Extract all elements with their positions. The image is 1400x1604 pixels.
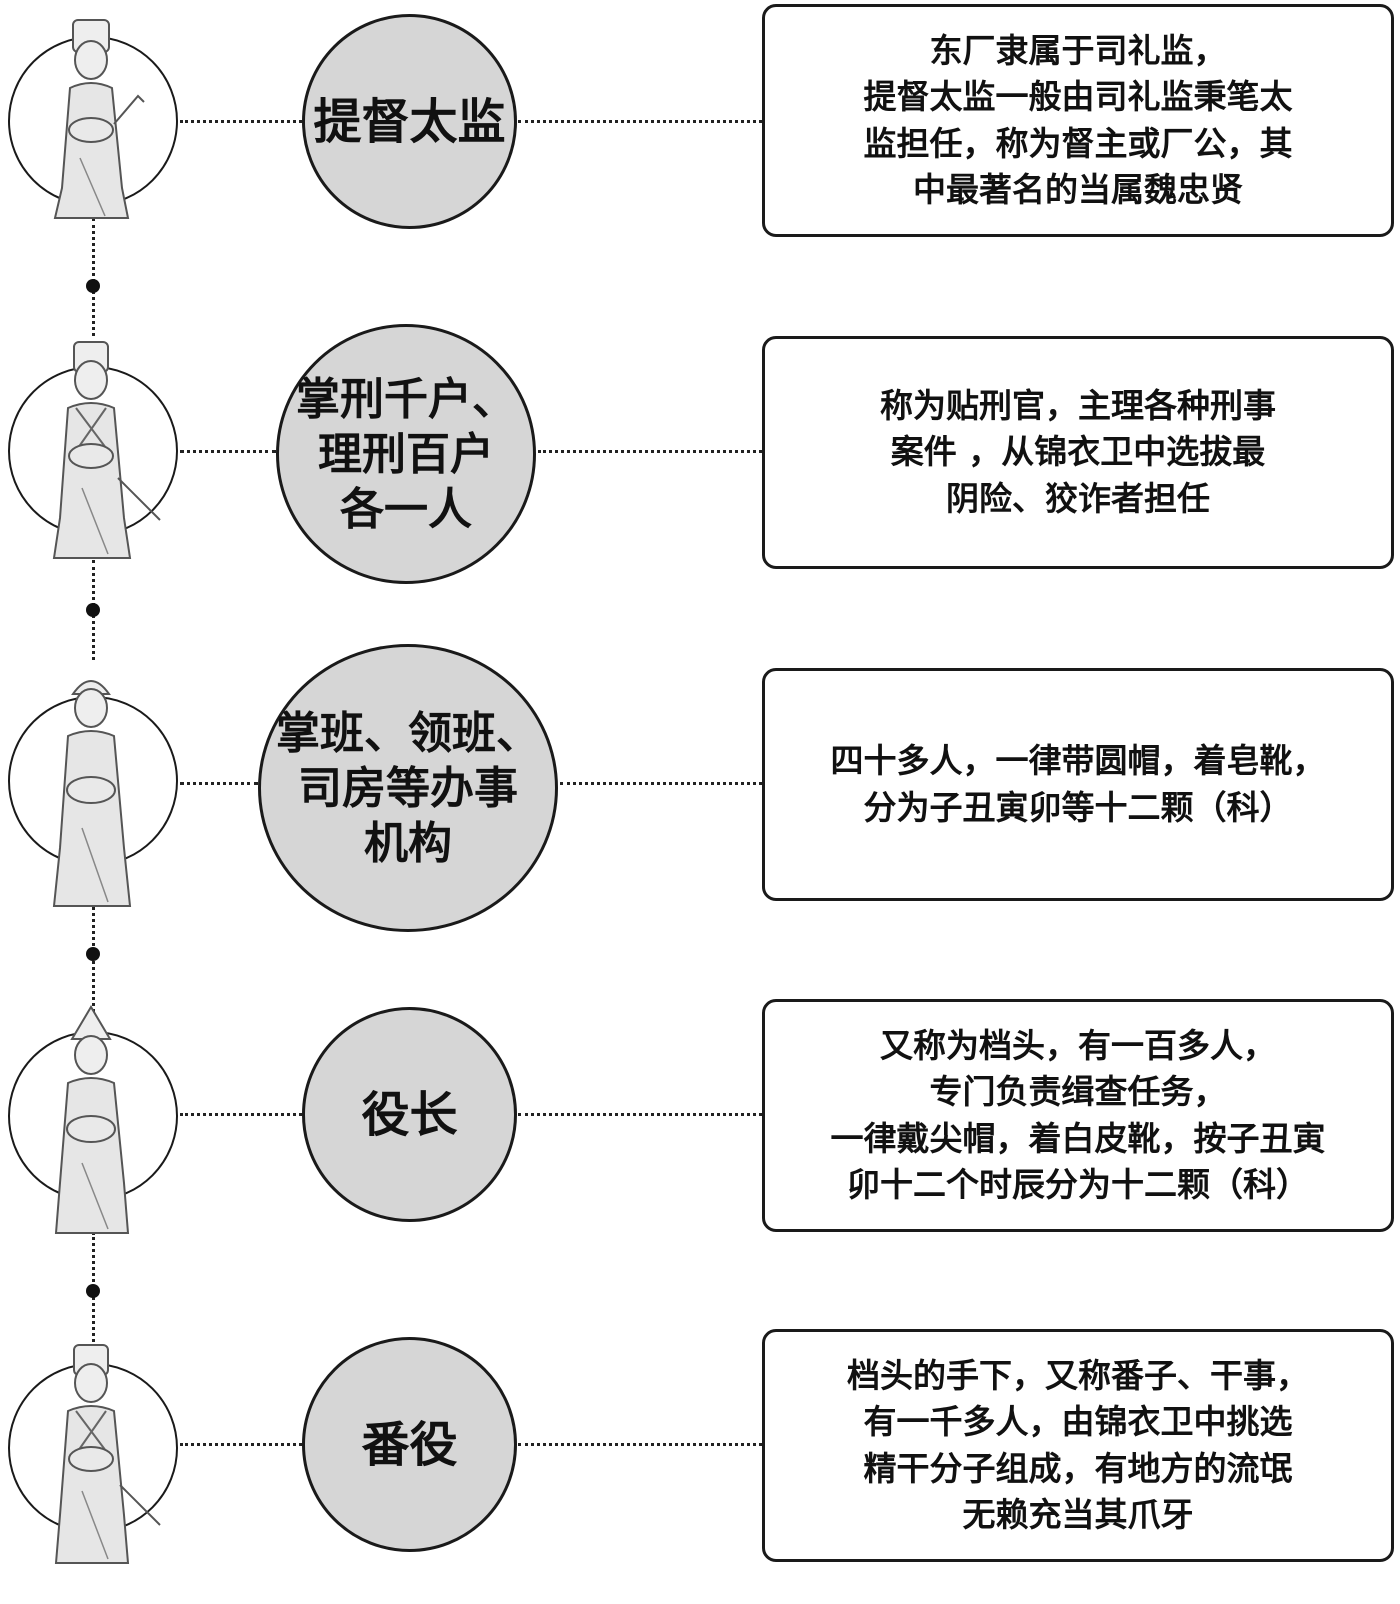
hierarchy-level-2: 掌刑千户、 理刑百户 各一人 称为贴刑官，主理各种刑事 案件 ，从锦衣卫中选拔最… [0, 320, 1400, 590]
eunuch-figure-icon [54, 1344, 161, 1564]
connector-node-1 [86, 279, 100, 293]
figure-circle [8, 1005, 178, 1234]
dotted-connector-right [560, 782, 762, 785]
description-box: 档头的手下，又称番子、干事， 有一千多人，由锦衣卫中挑选 精干分子组成，有地方的… [762, 1329, 1394, 1562]
figure-circle [8, 1344, 178, 1564]
connector-node-4 [86, 1284, 100, 1298]
hierarchy-level-4: 役长 又称为档头，有一百多人， 专门负责缉查任务， 一律戴尖帽，着白皮靴，按子丑… [0, 995, 1400, 1245]
dotted-connector-right [518, 1443, 762, 1446]
level-title: 番役 [361, 1416, 458, 1473]
connector-node-2 [86, 603, 100, 617]
title-circle: 掌班、领班、 司房等办事 机构 [258, 644, 558, 932]
dotted-connector-left [180, 450, 276, 453]
level-title: 提督太监 [313, 93, 506, 150]
dotted-connector-right [518, 1113, 762, 1116]
level-description: 档头的手下，又称番子、干事， 有一千多人，由锦衣卫中挑选 精干分子组成，有地方的… [847, 1356, 1309, 1534]
figure-circle [8, 341, 178, 559]
level-title: 掌刑千户、 理刑百户 各一人 [296, 373, 516, 535]
level-description: 四十多人，一律带圆帽，着皂靴， 分为子丑寅卯等十二颗（科） [830, 741, 1326, 827]
hierarchy-level-3: 掌班、领班、 司房等办事 机构 四十多人，一律带圆帽，着皂靴， 分为子丑寅卯等十… [0, 640, 1400, 940]
title-circle: 提督太监 [302, 14, 517, 229]
dotted-connector-left [180, 1443, 302, 1446]
title-circle: 番役 [302, 1337, 517, 1552]
level-title: 掌班、领班、 司房等办事 机构 [276, 707, 540, 869]
description-box: 又称为档头，有一百多人， 专门负责缉查任务， 一律戴尖帽，着白皮靴，按子丑寅 卯… [762, 999, 1394, 1232]
level-description: 称为贴刑官，主理各种刑事 案件 ，从锦衣卫中选拔最 阴险、狡诈者担任 [880, 386, 1276, 518]
dotted-connector-left [180, 120, 302, 123]
hierarchy-level-5: 番役 档头的手下，又称番子、干事， 有一千多人，由锦衣卫中挑选 精干分子组成，有… [0, 1325, 1400, 1585]
description-box: 四十多人，一律带圆帽，着皂靴， 分为子丑寅卯等十二颗（科） [762, 668, 1394, 901]
eunuch-figure-icon [52, 341, 161, 559]
vertical-connector-1 [92, 218, 95, 336]
eunuch-figure-icon [53, 19, 145, 219]
title-circle: 掌刑千户、 理刑百户 各一人 [276, 324, 536, 584]
figure-circle [8, 680, 178, 907]
level-description: 东厂隶属于司礼监， 提督太监一般由司礼监秉笔太 监担任，称为督主或厂公，其 中最… [863, 31, 1293, 209]
level-title: 役长 [361, 1086, 458, 1143]
description-box: 称为贴刑官，主理各种刑事 案件 ，从锦衣卫中选拔最 阴险、狡诈者担任 [762, 336, 1394, 569]
eunuch-figure-icon [54, 1005, 130, 1234]
level-description: 又称为档头，有一百多人， 专门负责缉查任务， 一律戴尖帽，着白皮靴，按子丑寅 卯… [830, 1026, 1326, 1204]
dotted-connector-left [180, 782, 258, 785]
connector-node-3 [86, 947, 100, 961]
dotted-connector-right [538, 450, 762, 453]
dotted-connector-left [180, 1113, 302, 1116]
hierarchy-level-1: 提督太监 东厂隶属于司礼监， 提督太监一般由司礼监秉笔太 监担任，称为督主或厂公… [0, 0, 1400, 240]
dotted-connector-right [518, 120, 762, 123]
title-circle: 役长 [302, 1007, 517, 1222]
eunuch-figure-icon [52, 680, 132, 907]
description-box: 东厂隶属于司礼监， 提督太监一般由司礼监秉笔太 监担任，称为督主或厂公，其 中最… [762, 4, 1394, 237]
figure-circle [8, 19, 178, 219]
